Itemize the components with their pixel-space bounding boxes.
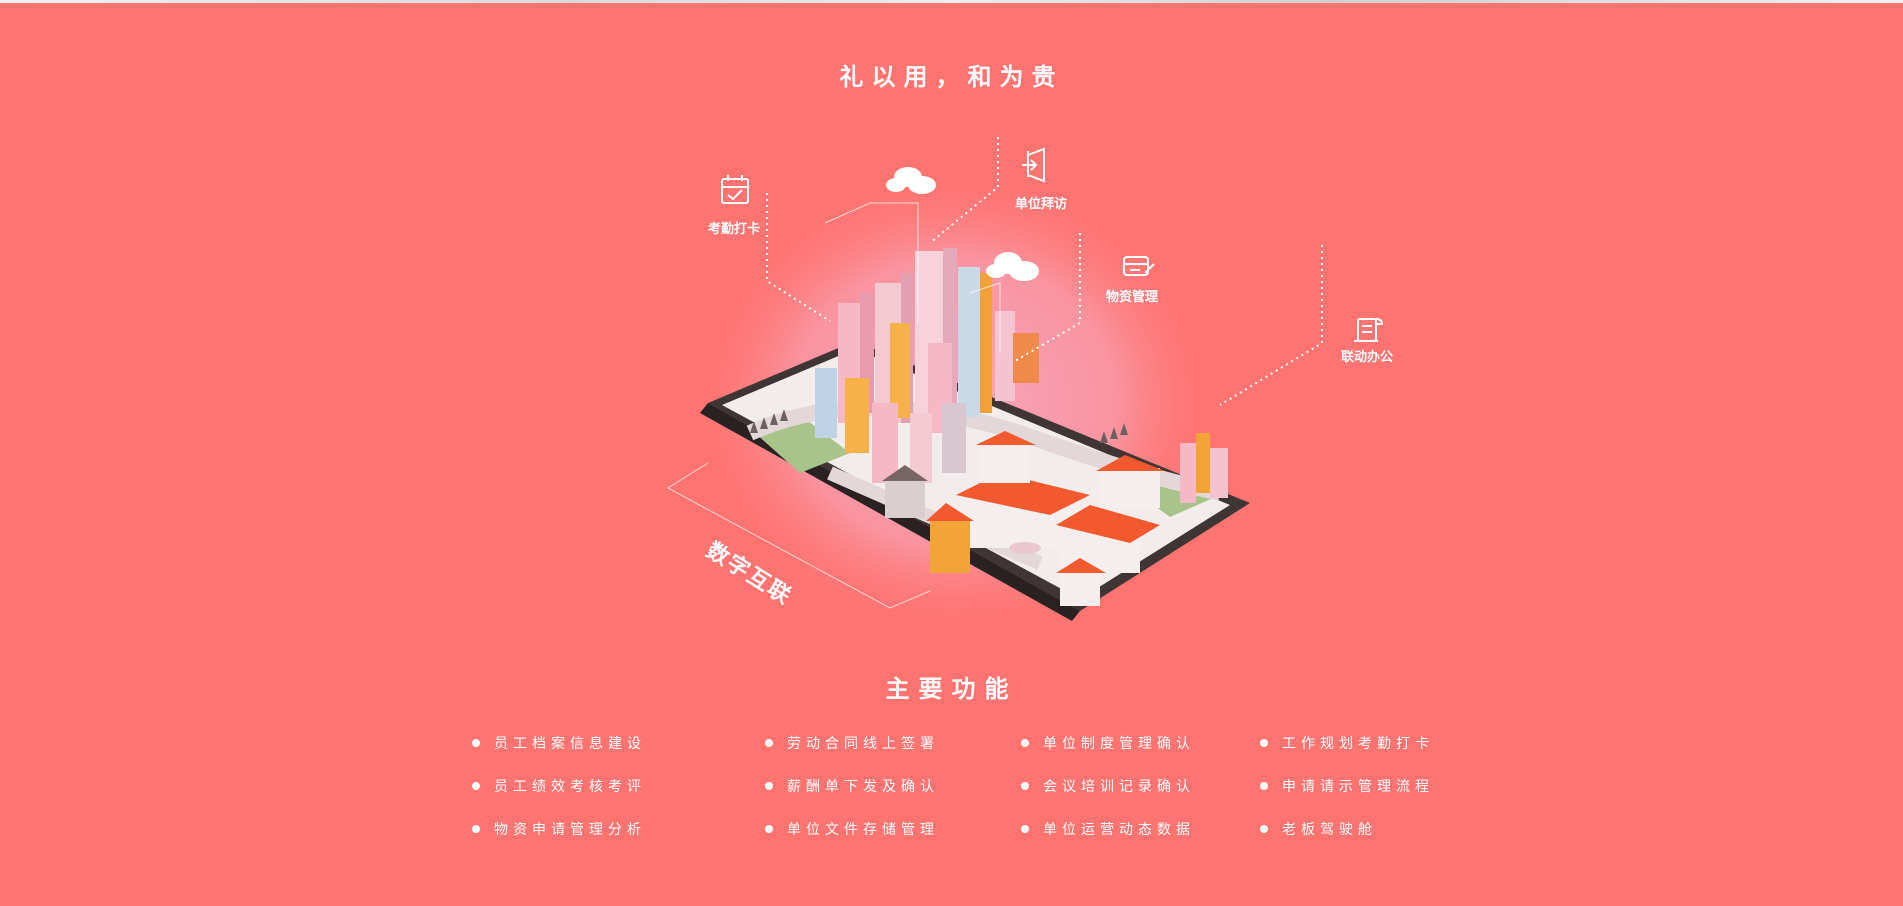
bullet-dot-icon [472, 825, 480, 833]
calendar-check-icon [721, 175, 749, 204]
feature-label-visit: 单位拜访 [1015, 197, 1068, 212]
city-tablet-illustration: 考勤打卡 单位拜访 物资管理 联动办公 数字互联 [660, 133, 1420, 643]
feature-label-materials: 物资管理 [1106, 290, 1159, 305]
function-item: 老板驾驶舱 [1260, 819, 1377, 839]
slogan-heading: 礼以用，和为贵 [839, 63, 1064, 91]
function-item: 员工绩效考核考评 [472, 776, 646, 796]
login-door-icon [1022, 147, 1045, 183]
top-image-strip [0, 0, 1903, 3]
document-scroll-icon [1354, 318, 1384, 342]
skyscraper-cluster [815, 248, 1039, 483]
intro-section: 礼以用，和为贵 [0, 3, 1903, 906]
bullet-dot-icon [472, 782, 480, 790]
function-item: 劳动合同线上签署 [765, 733, 939, 753]
function-item: 单位运营动态数据 [1021, 819, 1195, 839]
feature-label-attendance: 考勤打卡 [708, 222, 761, 237]
houses-cluster [882, 431, 1228, 606]
bullet-dot-icon [1021, 782, 1029, 790]
function-item: 申请请示管理流程 [1260, 776, 1434, 796]
bullet-dot-icon [765, 782, 773, 790]
bullet-dot-icon [1260, 825, 1268, 833]
function-item: 工作规划考勤打卡 [1260, 733, 1434, 753]
bullet-dot-icon [1021, 825, 1029, 833]
function-item: 物资申请管理分析 [472, 819, 646, 839]
function-item: 单位文件存储管理 [765, 819, 939, 839]
bullet-dot-icon [765, 739, 773, 747]
bullet-dot-icon [1021, 739, 1029, 747]
function-item: 会议培训记录确认 [1021, 776, 1195, 796]
bullet-dot-icon [765, 825, 773, 833]
function-item: 员工档案信息建设 [472, 733, 646, 753]
function-item: 单位制度管理确认 [1021, 733, 1195, 753]
isometric-city-graphic [667, 137, 1384, 643]
bullet-dot-icon [1260, 782, 1268, 790]
cloud-right-icon [986, 252, 1039, 281]
bullet-dot-icon [472, 739, 480, 747]
connector-lines [766, 137, 1323, 406]
bullet-dot-icon [1260, 739, 1268, 747]
trees [750, 409, 1128, 443]
box-edit-icon [1123, 256, 1155, 276]
frame-lines [667, 202, 1001, 609]
cloud-left-icon [886, 167, 936, 194]
functions-title: 主要功能 [885, 675, 1018, 703]
feature-label-collaboration: 联动办公 [1341, 350, 1394, 365]
function-item: 薪酬单下发及确认 [765, 776, 939, 796]
